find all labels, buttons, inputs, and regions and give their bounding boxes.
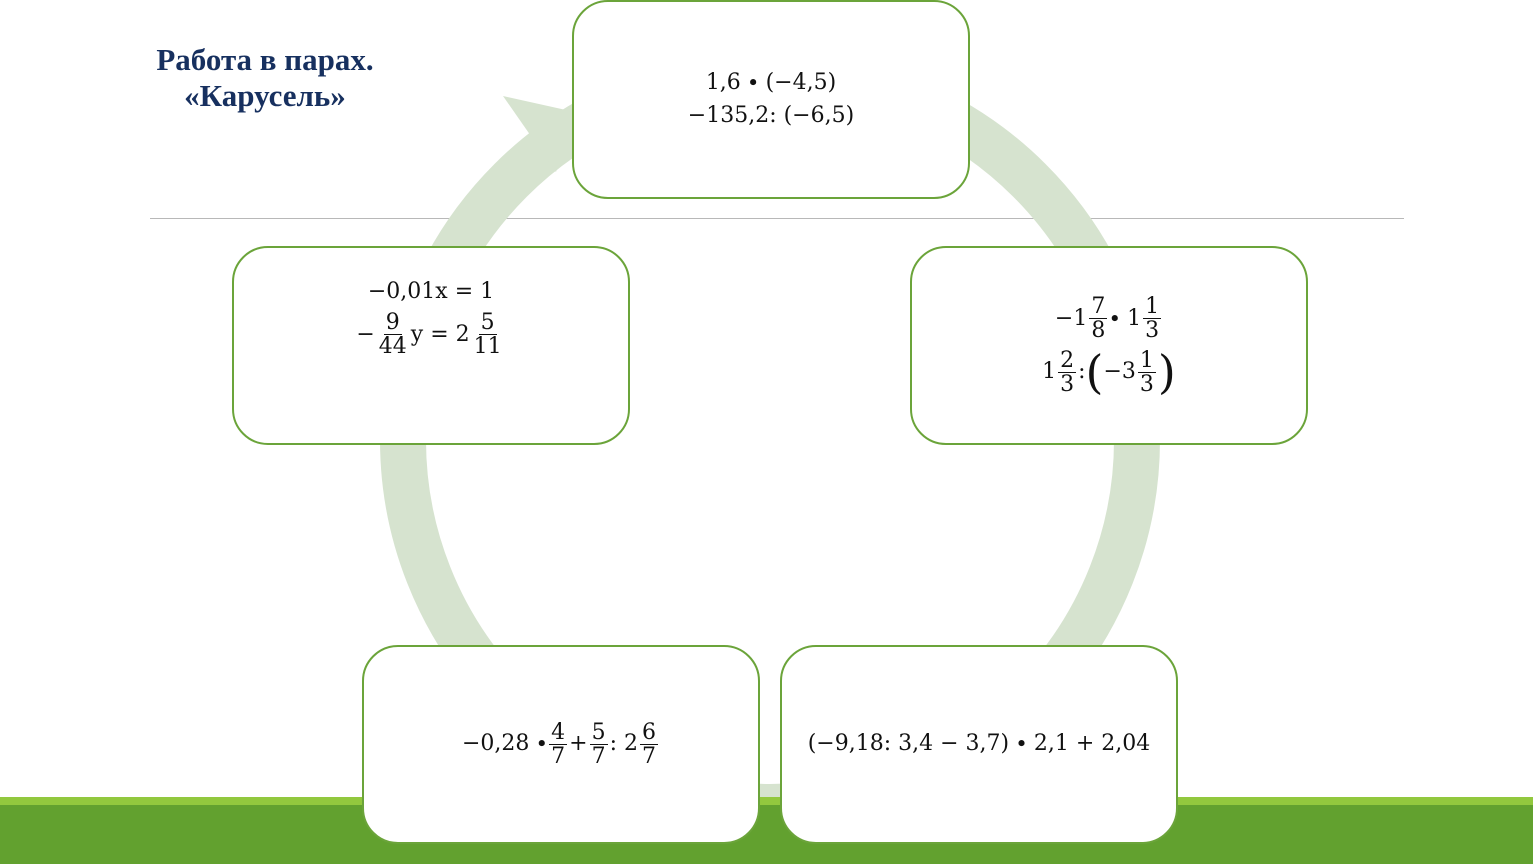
card-bottom-right-line-1: (−9,18: 3,4 − 3,7) ∙ 2,1 + 2,04: [807, 731, 1151, 757]
denominator: 8: [1091, 318, 1106, 344]
expr-text: : 2: [609, 731, 639, 757]
denominator: 11: [473, 334, 502, 360]
denominator: 3: [1139, 371, 1154, 397]
denominator: 44: [378, 334, 407, 360]
title-line-2: «Карусель»: [184, 78, 346, 113]
numerator: 7: [1089, 294, 1108, 320]
card-bottom-right: (−9,18: 3,4 − 3,7) ∙ 2,1 + 2,04: [780, 645, 1178, 844]
numerator: 1: [1137, 347, 1156, 373]
numerator: 5: [589, 719, 608, 745]
denominator: 7: [551, 744, 566, 769]
left-paren: (: [1085, 345, 1104, 400]
card-top: 1,6 ∙ (−4,5) −135,2: (−6,5): [572, 0, 970, 199]
cycle-arrowhead-icon: [503, 96, 575, 172]
expr-text: +: [569, 731, 588, 757]
denominator: 3: [1060, 371, 1075, 397]
expr-text: −: [356, 321, 375, 347]
footer-band-light: [0, 797, 1533, 805]
numerator: 6: [640, 719, 659, 745]
numerator: 2: [1058, 347, 1077, 373]
slide-title: Работа в парах. «Карусель»: [140, 42, 390, 114]
footer-band-dark: [0, 805, 1533, 864]
card-left-line-1: −0,01x = 1: [367, 279, 495, 304]
expr-text: −1: [1054, 305, 1088, 331]
expr-text: y = 2: [410, 321, 470, 347]
numerator: 9: [383, 310, 402, 336]
denominator: 7: [642, 744, 657, 769]
denominator: 7: [591, 744, 606, 769]
denominator: 3: [1145, 318, 1160, 344]
card-top-line-2: −135,2: (−6,5): [687, 102, 855, 128]
divider-line: [150, 218, 1404, 219]
expr-text: 1: [1042, 358, 1057, 384]
numerator: 4: [549, 719, 568, 745]
expr-text: ∙ 1: [1109, 305, 1142, 331]
expr-text: :: [1078, 358, 1086, 384]
expr-text: −0,28 ∙: [461, 731, 548, 757]
expr-text: −3: [1103, 358, 1136, 384]
right-paren: ): [1157, 345, 1176, 400]
numerator: 1: [1143, 294, 1162, 320]
numerator: 5: [478, 310, 497, 336]
title-line-1: Работа в парах.: [156, 42, 374, 77]
card-top-line-1: 1,6 ∙ (−4,5): [705, 70, 837, 96]
